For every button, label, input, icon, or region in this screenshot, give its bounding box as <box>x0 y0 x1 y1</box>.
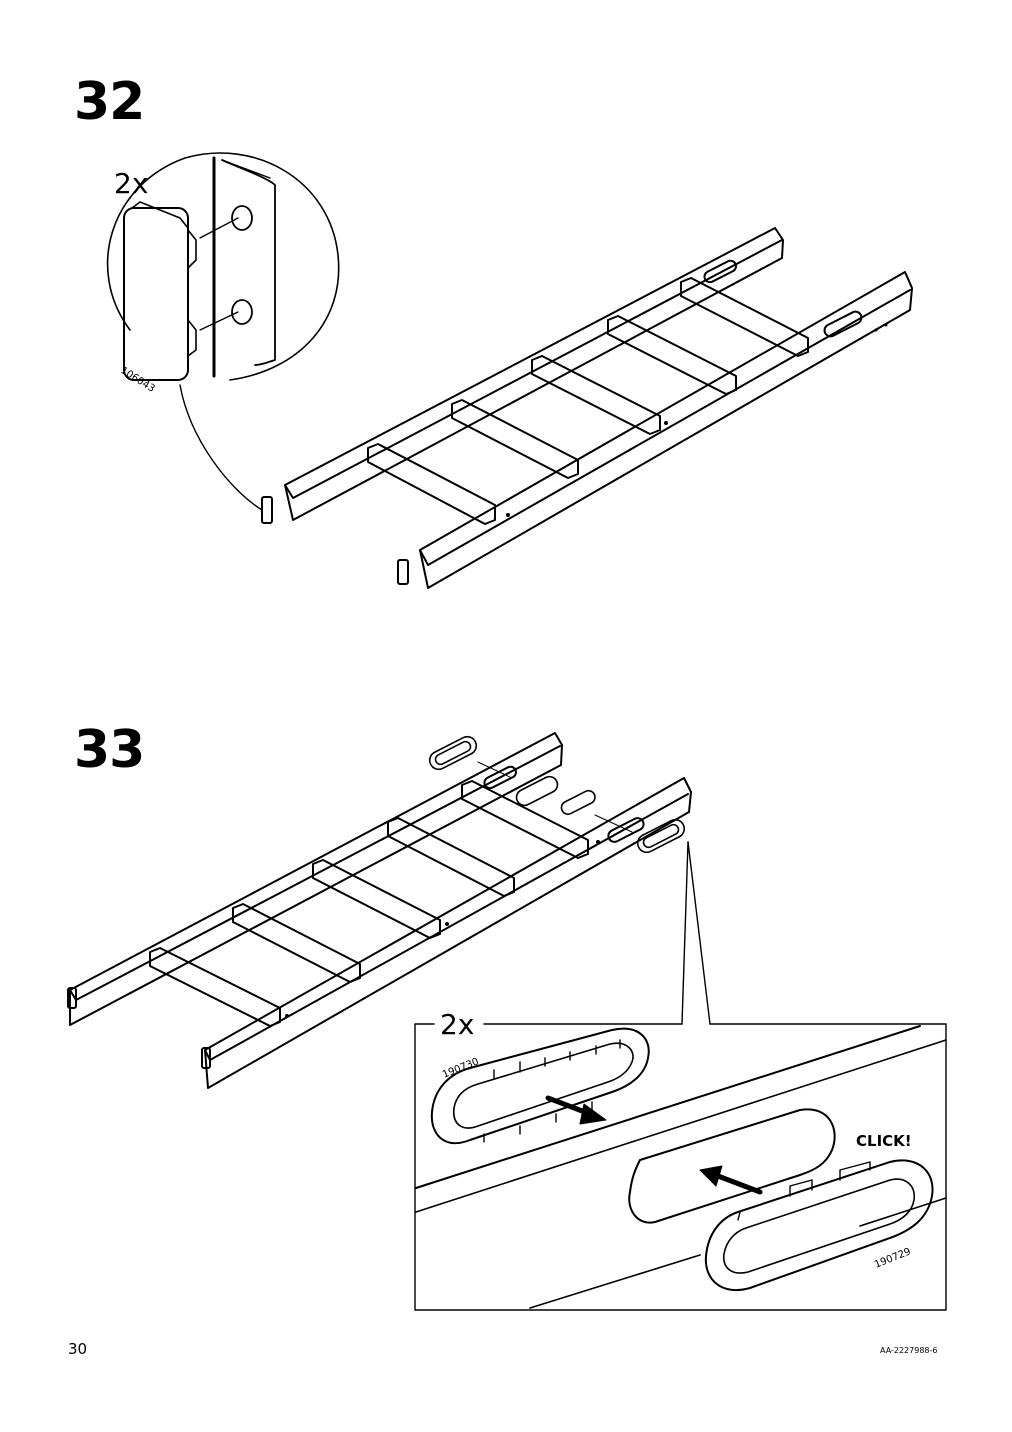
step-33-number: 33 <box>74 720 145 780</box>
step-33-ladder <box>67 732 692 1089</box>
step-33-slot-covers <box>428 735 686 854</box>
step-33-quantity: 2x <box>440 1008 474 1041</box>
part-190730-cover <box>430 1027 650 1145</box>
click-callout: CLICK! <box>856 1132 912 1150</box>
step-32-detail-circle <box>106 152 340 511</box>
part-number-190729: 190729 <box>873 1246 913 1271</box>
step-33-detail-frame <box>414 1023 947 1311</box>
step-32-number: 32 <box>74 72 145 132</box>
step-32-quantity: 2x <box>114 167 148 200</box>
step-32-ladder <box>261 227 913 589</box>
part-190729-cover <box>704 1159 934 1291</box>
part-number-190730: 190730 <box>441 1056 481 1081</box>
step-33-arrow-remove <box>545 1095 607 1125</box>
step-33-arrow-insert <box>699 1165 763 1195</box>
page-number: 30 <box>68 1340 88 1358</box>
document-code: AA-2227988-6 <box>880 1346 938 1355</box>
